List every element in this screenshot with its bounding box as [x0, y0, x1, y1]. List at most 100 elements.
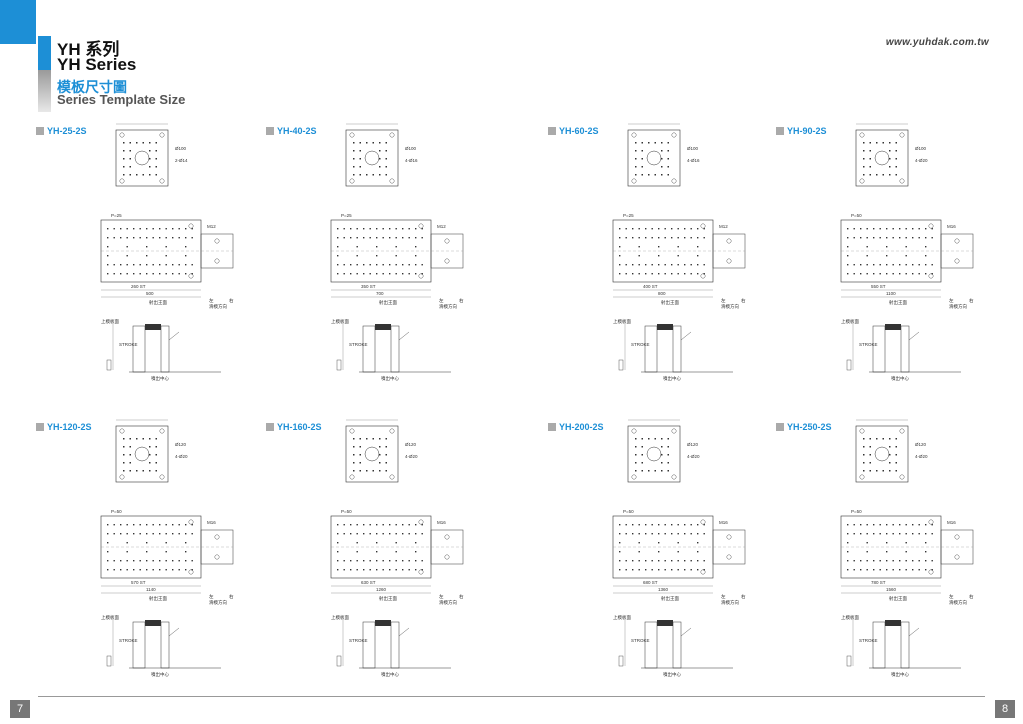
stroke-label: 630 ST — [361, 580, 376, 585]
stroke-text-label: STROKE — [119, 638, 138, 643]
hole-spec-label: 4-Ø16 — [405, 158, 418, 163]
ejector-label: 射出王面 — [149, 299, 167, 306]
pitch-label: P=50 — [111, 509, 122, 514]
bolt-hole-icon — [928, 569, 934, 575]
bolt-size-label: M16 — [437, 520, 446, 525]
plan-view: 260 ST500P=25M12射出王面左右滑模方向 — [100, 213, 234, 310]
ejector-label: 射出王面 — [379, 595, 397, 602]
slide-direction-label: 滑模方向 — [721, 303, 739, 310]
upper-plate-label: 上模板面 — [613, 318, 631, 325]
bolt-hole-icon — [444, 238, 450, 244]
bolt-hole-icon — [928, 223, 934, 229]
bolt-hole-icon — [631, 474, 637, 480]
upper-plate-label: 上模板面 — [101, 318, 119, 325]
bolt-hole-icon — [389, 132, 395, 138]
drawing-svg: Ø1002-Ø14260 ST500P=25M12射出王面左右滑模方向上模板面S… — [100, 123, 234, 382]
hole-spec-label: 4-Ø16 — [687, 158, 700, 163]
bolt-hole-icon — [700, 569, 706, 575]
ring-diameter-label: Ø100 — [915, 146, 927, 151]
bolt-hole-icon — [159, 474, 165, 480]
bolt-hole-icon — [159, 132, 165, 138]
bolt-hole-icon — [859, 474, 865, 480]
nozzle-center-label: 噴出中心 — [381, 375, 399, 382]
bolt-hole-icon — [899, 474, 905, 480]
stroke-label: 780 ST — [871, 580, 886, 585]
stroke-text-label: STROKE — [119, 342, 138, 347]
upper-plate-label: 上模板面 — [101, 614, 119, 621]
model-name: YH-200-2S — [559, 422, 604, 432]
bolt-hole-icon — [389, 178, 395, 184]
bolt-size-label: M16 — [947, 224, 956, 229]
website-url[interactable]: www.yuhdak.com.tw — [885, 37, 989, 48]
ring-diameter-label: Ø120 — [405, 442, 417, 447]
model-marker-icon — [36, 127, 44, 135]
model-marker-icon — [266, 127, 274, 135]
slide-direction-label: 滑模方向 — [439, 303, 457, 310]
drawing-svg: Ø1204-Ø20680 ST1360P=50M16射出王面左右滑模方向上模板面… — [612, 419, 746, 678]
model-name: YH-60-2S — [559, 126, 599, 136]
model-name: YH-160-2S — [277, 422, 322, 432]
pitch-label: P=50 — [623, 509, 634, 514]
pitch-label: P=50 — [851, 213, 862, 218]
upper-plate-label: 上模板面 — [331, 318, 349, 325]
title-zh: YH 系列 — [57, 40, 120, 59]
page-number-right: 8 — [995, 700, 1015, 718]
plan-view: 680 ST1360P=50M16射出王面左右滑模方向 — [612, 509, 746, 606]
model-label: YH-90-2S — [776, 126, 827, 136]
bolt-hole-icon — [418, 273, 424, 279]
drawing-svg: Ø1004-Ø16350 ST700P=25M12射出王面左右滑模方向上模板面S… — [330, 123, 464, 382]
bolt-hole-icon — [859, 132, 865, 138]
bolt-hole-icon — [418, 223, 424, 229]
upper-plate-label: 上模板面 — [331, 614, 349, 621]
bolt-size-label: M16 — [207, 520, 216, 525]
pitch-label: P=25 — [111, 213, 122, 218]
hole-spec-label: 2-Ø14 — [175, 158, 188, 163]
width-label: 1560 — [886, 587, 897, 592]
bolt-hole-icon — [119, 132, 125, 138]
width-label: 700 — [376, 291, 384, 296]
bolt-hole-icon — [726, 238, 732, 244]
drawing-svg: Ø1204-Ø20570 ST1140P=50M16射出王面左右滑模方向上模板面… — [100, 419, 234, 678]
stroke-label: 350 ST — [361, 284, 376, 289]
model-label: YH-40-2S — [266, 126, 317, 136]
bolt-hole-icon — [119, 178, 125, 184]
bolt-hole-icon — [188, 519, 194, 525]
right-label: 右 — [741, 593, 746, 600]
hole-spec-label: 4-Ø20 — [687, 454, 700, 459]
model-marker-icon — [548, 127, 556, 135]
model-marker-icon — [548, 423, 556, 431]
left-label: 左 — [439, 593, 444, 599]
title-en: YH Series — [57, 55, 137, 74]
subtitle-zh: 模板尺寸圖 — [57, 79, 127, 95]
bolt-hole-icon — [214, 554, 220, 560]
width-label: 500 — [146, 291, 154, 296]
bolt-hole-icon — [349, 474, 355, 480]
bolt-hole-icon — [859, 178, 865, 184]
bolt-hole-icon — [671, 428, 677, 434]
page-number-left: 7 — [10, 700, 30, 718]
stroke-label: 260 ST — [131, 284, 146, 289]
right-label: 右 — [969, 593, 974, 600]
model-label: YH-120-2S — [36, 422, 92, 432]
model-label: YH-250-2S — [776, 422, 832, 432]
upper-plate-label: 上模板面 — [841, 318, 859, 325]
width-label: 1360 — [658, 587, 669, 592]
bolt-hole-icon — [418, 519, 424, 525]
left-label: 左 — [439, 297, 444, 303]
model-label: YH-160-2S — [266, 422, 322, 432]
bolt-hole-icon — [389, 474, 395, 480]
model-name: YH-25-2S — [47, 126, 87, 136]
brand-bar-gradient — [38, 70, 51, 112]
nozzle-center-label: 噴出中心 — [891, 671, 909, 678]
